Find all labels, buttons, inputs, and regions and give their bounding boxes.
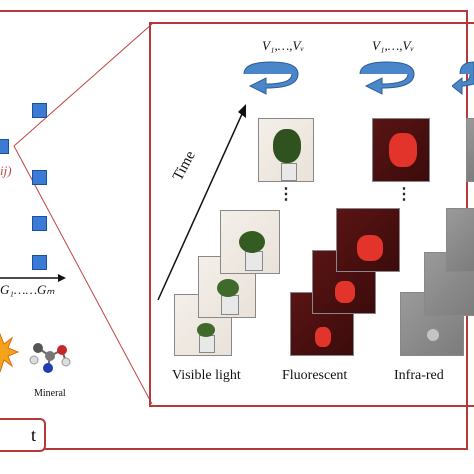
imaging-panel	[149, 22, 474, 407]
partial-node-label: ij)	[0, 163, 12, 178]
rotation-arrow-icon	[243, 61, 299, 95]
mineral-label: Mineral	[34, 388, 66, 399]
modality-label-visible: Visible light	[172, 368, 241, 383]
ellipsis: ⋮	[396, 186, 412, 203]
fluorescent-photo	[336, 208, 400, 272]
visible-photo	[220, 210, 280, 274]
sun-icon	[0, 332, 20, 373]
axis-label: G₁……Gₘ	[0, 282, 55, 297]
graph-node	[32, 255, 47, 270]
infrared-photo	[466, 118, 474, 182]
rotation-arrow-icon	[359, 61, 415, 95]
modality-label-fluorescent: Fluorescent	[282, 368, 348, 383]
graph-node	[32, 170, 47, 185]
bottom-tab: t	[0, 418, 46, 452]
infrared-photo	[446, 208, 474, 272]
graph-node	[0, 139, 9, 154]
graph-node	[32, 103, 47, 118]
rotation-label: V₁,…,Vᵥ	[262, 38, 305, 53]
visible-photo	[258, 118, 314, 182]
rotation-arrow-icon	[452, 61, 474, 96]
fluorescent-photo	[372, 118, 430, 182]
molecule-icon	[29, 343, 71, 373]
modality-label-infrared: Infra-red	[394, 368, 444, 383]
time-arrow	[157, 104, 246, 301]
rotation-label: V₁,…,Vᵥ	[372, 38, 415, 53]
graph-node	[32, 216, 47, 231]
ellipsis: ⋮	[278, 186, 294, 203]
